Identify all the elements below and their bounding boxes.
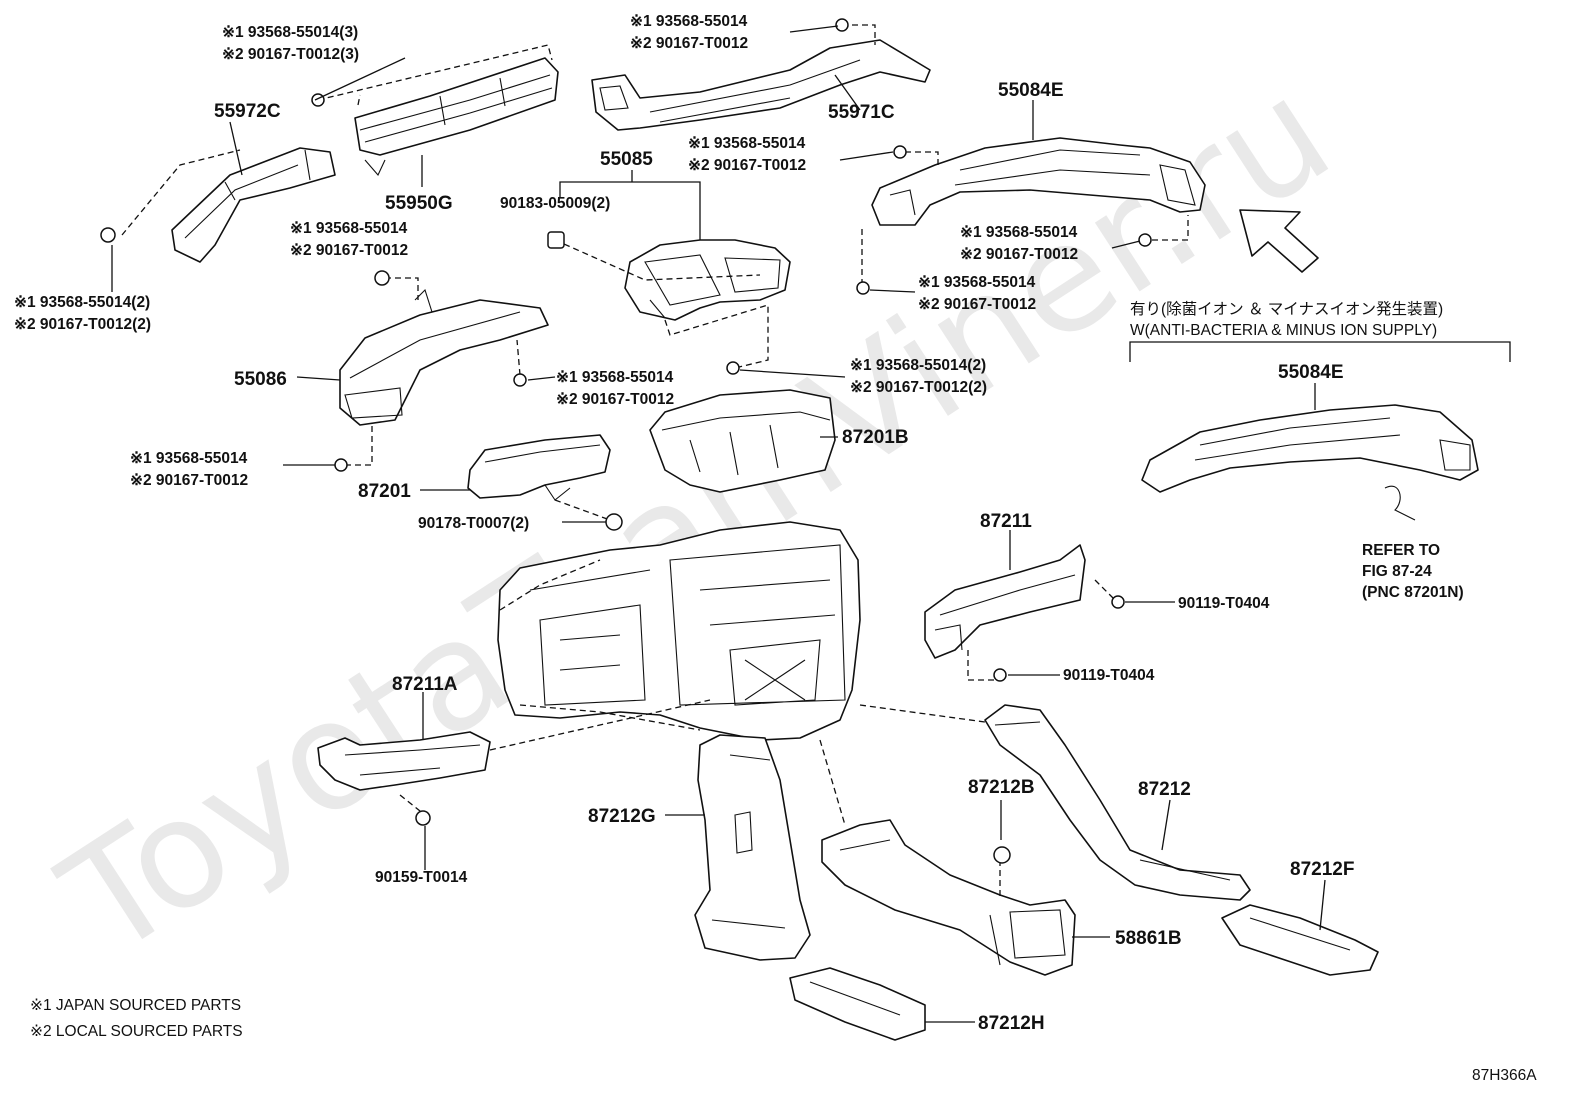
part-label-55950G[interactable]: 55950G [385,193,453,214]
fastener-label[interactable]: ※2 90167-T0012 [918,296,1036,313]
fastener-label[interactable]: ※1 93568-55014 [556,369,674,386]
fastener-label[interactable]: ※2 90167-T0012(2) [850,379,987,396]
refer-note-line1[interactable]: REFER TO [1362,542,1440,559]
part-label-87212[interactable]: 87212 [1138,779,1191,800]
option-note-english: W(ANTI-BACTERIA & MINUS ION SUPPLY) [1130,322,1437,339]
duct-55086[interactable] [339,288,549,426]
fastener-label[interactable]: ※2 90167-T0012(3) [222,46,359,63]
part-label-87201B[interactable]: 87201B [842,427,909,448]
fastener-label[interactable]: ※2 90167-T0012 [630,35,748,52]
part-label-87201[interactable]: 87201 [358,481,411,502]
part-label-87212F[interactable]: 87212F [1290,859,1354,880]
legend-japan-sourced: ※1 JAPAN SOURCED PARTS [30,997,241,1014]
duct-55084E-upper[interactable] [871,137,1206,226]
fastener-label[interactable]: ※1 93568-55014(2) [14,294,150,311]
part-label-55972C[interactable]: 55972C [214,101,281,122]
part-label-87212B[interactable]: 87212B [968,777,1035,798]
duct-87212G[interactable] [694,734,811,961]
refer-note-line2[interactable]: FIG 87-24 [1362,563,1432,580]
part-label-87212H[interactable]: 87212H [978,1013,1045,1034]
duct-87212H[interactable] [789,967,926,1041]
duct-55972C[interactable] [171,147,336,263]
fastener-label[interactable]: 90119-T0404 [1063,667,1155,684]
fastener-label[interactable]: 90178-T0007(2) [418,515,529,532]
direction-arrow-icon [1239,209,1319,273]
part-label-58861B[interactable]: 58861B [1115,928,1182,949]
register-87201B[interactable] [649,389,836,493]
part-label-55086[interactable]: 55086 [234,369,287,390]
duct-55971C[interactable] [591,39,931,131]
fastener-label[interactable]: ※1 93568-55014 [130,450,248,467]
part-label-55084E-upper[interactable]: 55084E [998,80,1064,101]
part-label-55971C[interactable]: 55971C [828,102,895,123]
vent-55085[interactable] [624,239,791,321]
fastener-label[interactable]: ※1 93568-55014(2) [850,357,986,374]
duct-87211[interactable] [924,544,1086,659]
duct-87211A[interactable] [317,731,491,791]
option-bracket [1129,341,1511,362]
fastener-label[interactable]: ※1 93568-55014(3) [222,24,358,41]
fastener-label[interactable]: ※1 93568-55014 [960,224,1078,241]
option-note-japanese: 有り(除菌イオン ＆ マイナスイオン発生装置) [1130,300,1443,318]
fastener-label[interactable]: 90183-05009(2) [500,195,610,212]
duct-55084E-option[interactable] [1141,404,1479,521]
fastener-label[interactable]: ※2 90167-T0012 [960,246,1078,263]
bolt-icons [100,18,1152,864]
legend-local-sourced: ※2 LOCAL SOURCED PARTS [30,1023,243,1040]
part-label-87211A[interactable]: 87211A [392,674,458,695]
duct-58861B[interactable] [821,819,1076,976]
fastener-label[interactable]: ※2 90167-T0012(2) [14,316,151,333]
fastener-label[interactable]: ※2 90167-T0012 [556,391,674,408]
fastener-label[interactable]: 90159-T0014 [375,869,468,886]
part-label-55084E-option[interactable]: 55084E [1278,362,1344,383]
fastener-label[interactable]: ※1 93568-55014 [290,220,408,237]
fastener-label[interactable]: ※2 90167-T0012 [130,472,248,489]
fastener-label[interactable]: ※1 93568-55014 [688,135,806,152]
duct-55950G[interactable] [354,57,559,177]
part-label-87211[interactable]: 87211 [980,511,1032,532]
leader-lines [111,25,1326,1023]
fastener-label[interactable]: ※2 90167-T0012 [688,157,806,174]
part-label-55085[interactable]: 55085 [600,149,653,170]
assembly-lines [121,24,1189,900]
duct-87212[interactable] [984,704,1251,901]
fastener-label[interactable]: ※2 90167-T0012 [290,242,408,259]
fastener-label[interactable]: 90119-T0404 [1178,595,1270,612]
heater-unit[interactable] [497,521,861,741]
diagram-code: 87H366A [1472,1067,1537,1084]
refer-note-line3[interactable]: (PNC 87201N) [1362,584,1464,601]
duct-87212F[interactable] [1221,904,1379,976]
part-label-87212G[interactable]: 87212G [588,806,656,827]
fastener-label[interactable]: ※1 93568-55014 [630,13,748,30]
fastener-label[interactable]: ※1 93568-55014 [918,274,1036,291]
